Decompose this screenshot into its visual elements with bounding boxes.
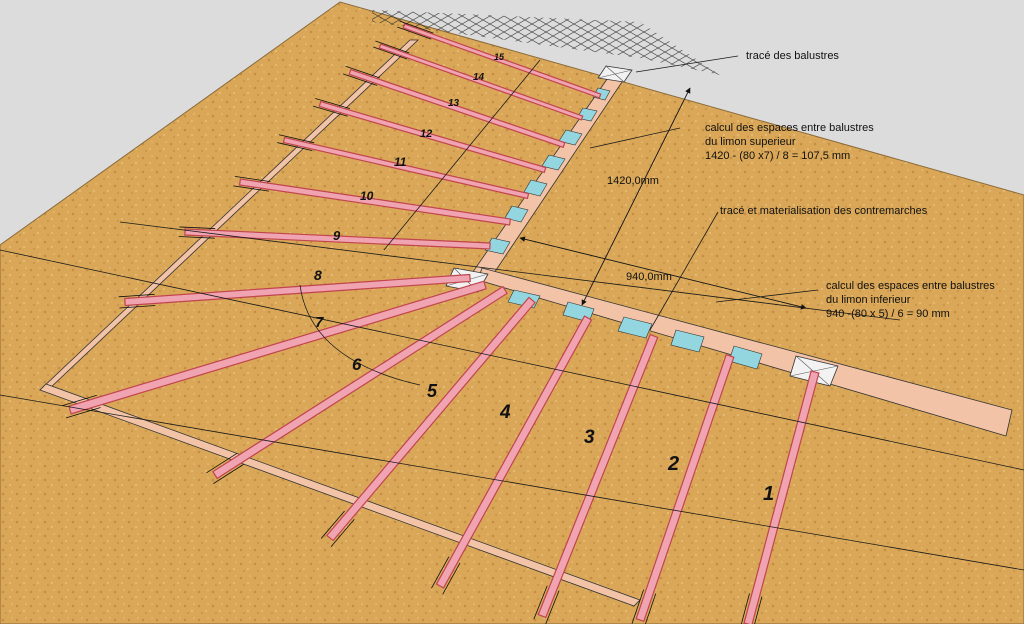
step-number-10: 10 [360, 189, 374, 203]
step-number-1: 1 [763, 483, 774, 505]
step-number-9: 9 [333, 228, 341, 243]
lower-calc-sub: du limon inferieur [826, 294, 911, 306]
tread-1 [743, 370, 820, 624]
step-number-12: 12 [420, 128, 432, 140]
tread-tick [373, 46, 408, 60]
risers-trace-label: tracé et materialisation des contremarch… [720, 205, 928, 217]
tread-12 [318, 100, 547, 174]
tread-10 [238, 178, 512, 226]
lower-length-dimension: 940,0mm [626, 271, 672, 283]
baluster-gaps-upper [484, 87, 611, 255]
tread-11 [282, 136, 530, 200]
step-number-7: 7 [315, 314, 324, 331]
step-number-15: 15 [494, 52, 505, 62]
tread-tick [179, 226, 216, 229]
tread-13 [348, 68, 566, 149]
lower-calc-title: calcul des espaces entre balustres [826, 280, 995, 292]
tread-tick [740, 593, 750, 624]
baluster-post-top [597, 65, 633, 83]
tread-tick [65, 407, 101, 419]
tread-tick [234, 175, 271, 183]
step-number-3: 3 [584, 427, 595, 448]
tread-tick [754, 596, 763, 624]
tread-tick [533, 585, 548, 620]
step-number-11: 11 [394, 155, 407, 169]
tread-8 [124, 273, 471, 307]
tread-4 [435, 315, 593, 589]
dimension-upper [581, 87, 691, 306]
tread-tick [315, 98, 351, 109]
upper-calc-formula: 1420 - (80 x7) / 8 = 107,5 mm [705, 150, 850, 162]
step-number-4: 4 [499, 402, 511, 423]
step-number-14: 14 [473, 72, 485, 83]
tread-tick [278, 134, 315, 144]
upper-calc-title: calcul des espaces entre balustres [705, 122, 874, 134]
tread-15 [402, 23, 602, 99]
tread-2 [635, 353, 735, 623]
tread-tick [233, 185, 270, 192]
tread-tick [118, 293, 155, 298]
tread-tick [62, 394, 97, 406]
tread-3 [537, 333, 659, 619]
tread-5 [326, 296, 536, 542]
tread-6 [212, 285, 508, 480]
step-number-8: 8 [314, 267, 322, 283]
step-number-13: 13 [448, 98, 460, 109]
tread-tick [320, 510, 345, 539]
step-number-2: 2 [667, 453, 679, 475]
tread-9 [184, 228, 491, 250]
tread-tick [206, 453, 238, 474]
tread-tick [277, 142, 313, 151]
tread-14 [378, 43, 584, 121]
step-number-6: 6 [352, 355, 362, 374]
baluster-post-bottom [789, 355, 839, 387]
tread-tick [313, 105, 348, 117]
upper-calc-sub: du limon superieur [705, 136, 796, 148]
tread-tick [631, 589, 645, 624]
construction-lines [0, 59, 1024, 571]
tread-tick [442, 562, 461, 595]
treads-group [62, 20, 820, 624]
tread-tick [342, 73, 378, 86]
tread-tick [397, 26, 432, 40]
tread-tick [399, 20, 434, 34]
tread-tick [345, 65, 380, 79]
top-edge-hatch [372, 10, 720, 75]
tread-tick [119, 305, 156, 309]
balusters-trace-label: tracé des balustres [746, 50, 839, 62]
baluster-gaps-lower [507, 289, 763, 370]
tread-tick [375, 40, 410, 54]
lower-calc-formula: 940 -(80 x 5) / 6 = 90 mm [826, 308, 950, 320]
tread-tick [330, 519, 355, 547]
leader-lines [589, 55, 819, 331]
tread-7 [68, 280, 487, 415]
tread-tick [431, 556, 450, 589]
dimension-lower [519, 236, 807, 310]
tread-tick [178, 236, 215, 239]
tread-tick [644, 593, 657, 624]
step-number-5: 5 [427, 381, 438, 401]
tread-tick [545, 590, 560, 624]
tread-tick [213, 463, 244, 484]
upper-length-dimension: 1420,0mm [607, 175, 659, 187]
step-numbers: 1 2 3 4 5 6 7 8 9 10 11 12 13 14 15 [314, 52, 774, 505]
